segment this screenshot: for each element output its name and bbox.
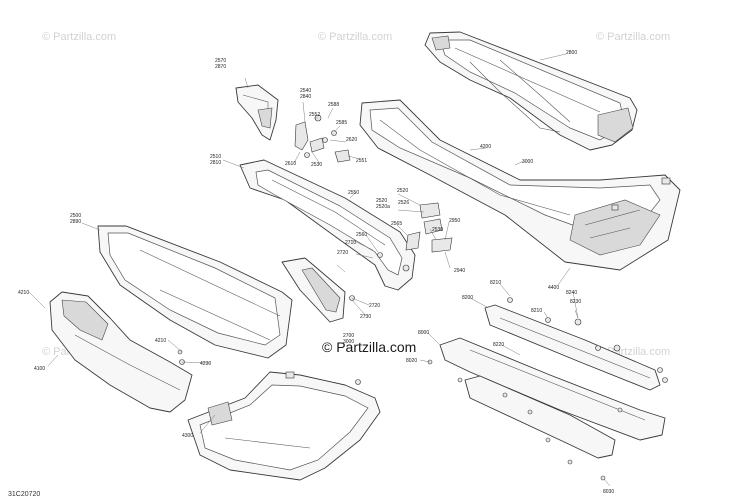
callout-4210-mid: 4210 xyxy=(155,338,166,344)
callout-8000: 8000 xyxy=(418,330,429,336)
callout-8210-upper: 8210 xyxy=(490,280,501,286)
watermark-center: © Partzilla.com xyxy=(322,339,416,355)
part-door-bracket xyxy=(405,202,453,253)
callout-2588: 2588 xyxy=(328,102,339,108)
callout-8220: 8220 xyxy=(493,342,504,348)
callout-line: 2870 xyxy=(215,64,226,70)
callout-2720-upper: 2720 xyxy=(337,250,348,256)
watermark-top-left: © Partzilla.com xyxy=(42,31,116,43)
callout-8240: 8240 xyxy=(566,290,577,296)
callout-line: 3000 xyxy=(343,339,354,345)
callout-2530-upper: 2530 xyxy=(311,162,322,168)
callout-2720-lower: 2720 xyxy=(369,303,380,309)
callout-8210-lower: 8210 xyxy=(531,308,542,314)
callout-8200: 8200 xyxy=(462,295,473,301)
callout-line: 2890 xyxy=(70,219,81,225)
part-door-panel-large xyxy=(424,31,638,151)
callout-2520: 2520 xyxy=(397,188,408,194)
callout-line: 2520a xyxy=(376,204,390,210)
callout-2560: 2560 xyxy=(356,232,367,238)
part-footwell-panel xyxy=(187,371,381,481)
part-latch-hardware xyxy=(294,114,351,163)
watermark-top-right: © Partzilla.com xyxy=(596,31,670,43)
callout-2530-lower: 2530 xyxy=(432,227,443,233)
callout-2551: 2551 xyxy=(356,158,367,164)
callout-4300: 4300 xyxy=(182,433,193,439)
callout-2730: 2730 xyxy=(360,314,371,320)
callout-2565: 2565 xyxy=(391,221,402,227)
callout-4200: 4200 xyxy=(480,144,491,150)
callout-2710: 2710 xyxy=(345,240,356,246)
callout-2800: 2800 xyxy=(566,50,577,56)
callout-2552: 2552 xyxy=(309,112,320,118)
part-door-panel xyxy=(97,225,293,359)
leader-lines xyxy=(28,53,611,487)
part-rocker-long xyxy=(359,99,681,271)
fastener-set xyxy=(427,297,668,481)
diagram-id: 31C20720 xyxy=(8,491,40,498)
callout-2550: 2550 xyxy=(348,190,359,196)
watermark-top-center: © Partzilla.com xyxy=(318,31,392,43)
callout-2526: 2526 xyxy=(398,200,409,206)
part-rocker-rail xyxy=(439,304,666,459)
callout-4100: 4100 xyxy=(34,366,45,372)
callout-2950: 2950 xyxy=(449,218,460,224)
callout-8020: 8020 xyxy=(406,358,417,364)
callout-2610: 2610 xyxy=(285,161,296,167)
callout-4400: 4400 xyxy=(548,285,559,291)
part-small-panel xyxy=(281,257,355,323)
callout-4230: 4230 xyxy=(200,361,211,367)
callout-2585: 2585 xyxy=(336,120,347,126)
part-door-frame xyxy=(239,159,416,291)
callout-4210-left: 4210 xyxy=(18,290,29,296)
callout-line: 2810 xyxy=(210,160,221,166)
callout-2940: 2940 xyxy=(454,268,465,274)
part-hinge-bracket xyxy=(235,84,279,141)
callout-3000-upper: 3000 xyxy=(522,159,533,165)
callout-2620: 2620 xyxy=(346,137,357,143)
callout-line: 2840 xyxy=(300,94,311,100)
callout-8030: 8030 xyxy=(603,489,614,495)
callout-8230: 8230 xyxy=(570,299,581,305)
